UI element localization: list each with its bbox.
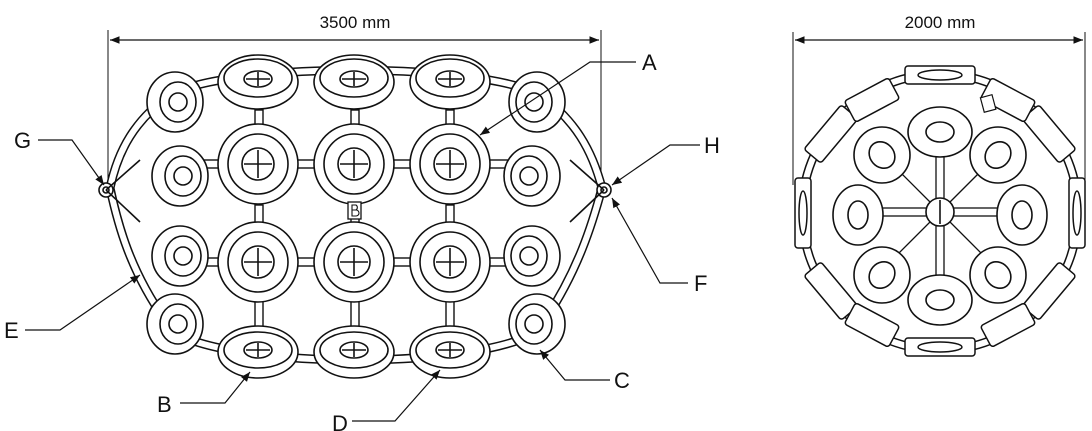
tire-bottom-3 bbox=[409, 325, 491, 379]
side-view bbox=[98, 30, 612, 379]
tires-right-column bbox=[503, 71, 566, 355]
leader-F bbox=[611, 197, 688, 284]
tire-left-3 bbox=[151, 225, 209, 287]
tires-middle-rows bbox=[217, 123, 491, 303]
tire-left-2 bbox=[151, 145, 209, 207]
leader-D bbox=[352, 369, 441, 422]
end-tire-nw bbox=[853, 126, 911, 184]
end-outer-tires bbox=[794, 65, 1086, 357]
tire-top-3 bbox=[409, 54, 491, 110]
end-brand-logo bbox=[979, 93, 997, 114]
callout-B: B bbox=[157, 392, 172, 417]
callout-A: A bbox=[642, 50, 657, 75]
tire-mid-3 bbox=[409, 123, 491, 205]
end-inner-tires bbox=[832, 106, 1048, 326]
end-dimension-text: 2000 mm bbox=[905, 13, 976, 32]
end-tire-w bbox=[832, 184, 884, 246]
leader-C bbox=[539, 349, 610, 381]
tire-mid-4 bbox=[217, 221, 299, 303]
tire-right-1 bbox=[508, 71, 566, 133]
tire-bottom-1 bbox=[217, 325, 299, 379]
end-swivel-left bbox=[98, 159, 141, 223]
tire-right-2 bbox=[503, 145, 561, 207]
tires-top-row bbox=[217, 54, 491, 110]
end-tire-s bbox=[907, 274, 973, 326]
callout-F: F bbox=[694, 271, 707, 296]
side-dimension-text: 3500 mm bbox=[320, 13, 391, 32]
end-view bbox=[792, 32, 1086, 357]
tires-bottom-row bbox=[217, 325, 491, 379]
leader-H bbox=[611, 144, 700, 186]
end-swivel-right bbox=[569, 159, 612, 223]
callout-H: H bbox=[704, 133, 720, 158]
callout-D: D bbox=[332, 411, 348, 431]
end-tire-e bbox=[996, 184, 1048, 246]
tire-mid-2 bbox=[313, 123, 395, 205]
tire-mid-1 bbox=[217, 123, 299, 205]
end-tire-sw bbox=[853, 246, 911, 304]
brand-logo bbox=[347, 201, 362, 220]
callout-G: G bbox=[14, 128, 31, 153]
tire-bottom-2 bbox=[313, 325, 395, 379]
callout-letters: A B C D E F G H bbox=[4, 50, 720, 431]
tire-right-4 bbox=[508, 293, 566, 355]
tires-left-column bbox=[146, 71, 209, 355]
tire-left-1 bbox=[146, 71, 204, 133]
tire-mid-6 bbox=[409, 221, 491, 303]
leader-A bbox=[479, 61, 636, 136]
tire-top-1 bbox=[217, 54, 299, 110]
tire-left-4 bbox=[146, 293, 204, 355]
leader-G bbox=[38, 139, 105, 186]
tire-top-2 bbox=[313, 54, 395, 110]
end-tire-ne bbox=[969, 126, 1027, 184]
end-tire-se bbox=[969, 246, 1027, 304]
callout-C: C bbox=[614, 368, 630, 393]
tire-right-3 bbox=[503, 225, 561, 287]
end-tire-n bbox=[907, 106, 973, 158]
tire-mid-5 bbox=[313, 221, 395, 303]
side-leaders bbox=[25, 61, 700, 422]
leader-B bbox=[180, 371, 251, 404]
leader-E bbox=[25, 274, 141, 331]
callout-E: E bbox=[4, 318, 19, 343]
